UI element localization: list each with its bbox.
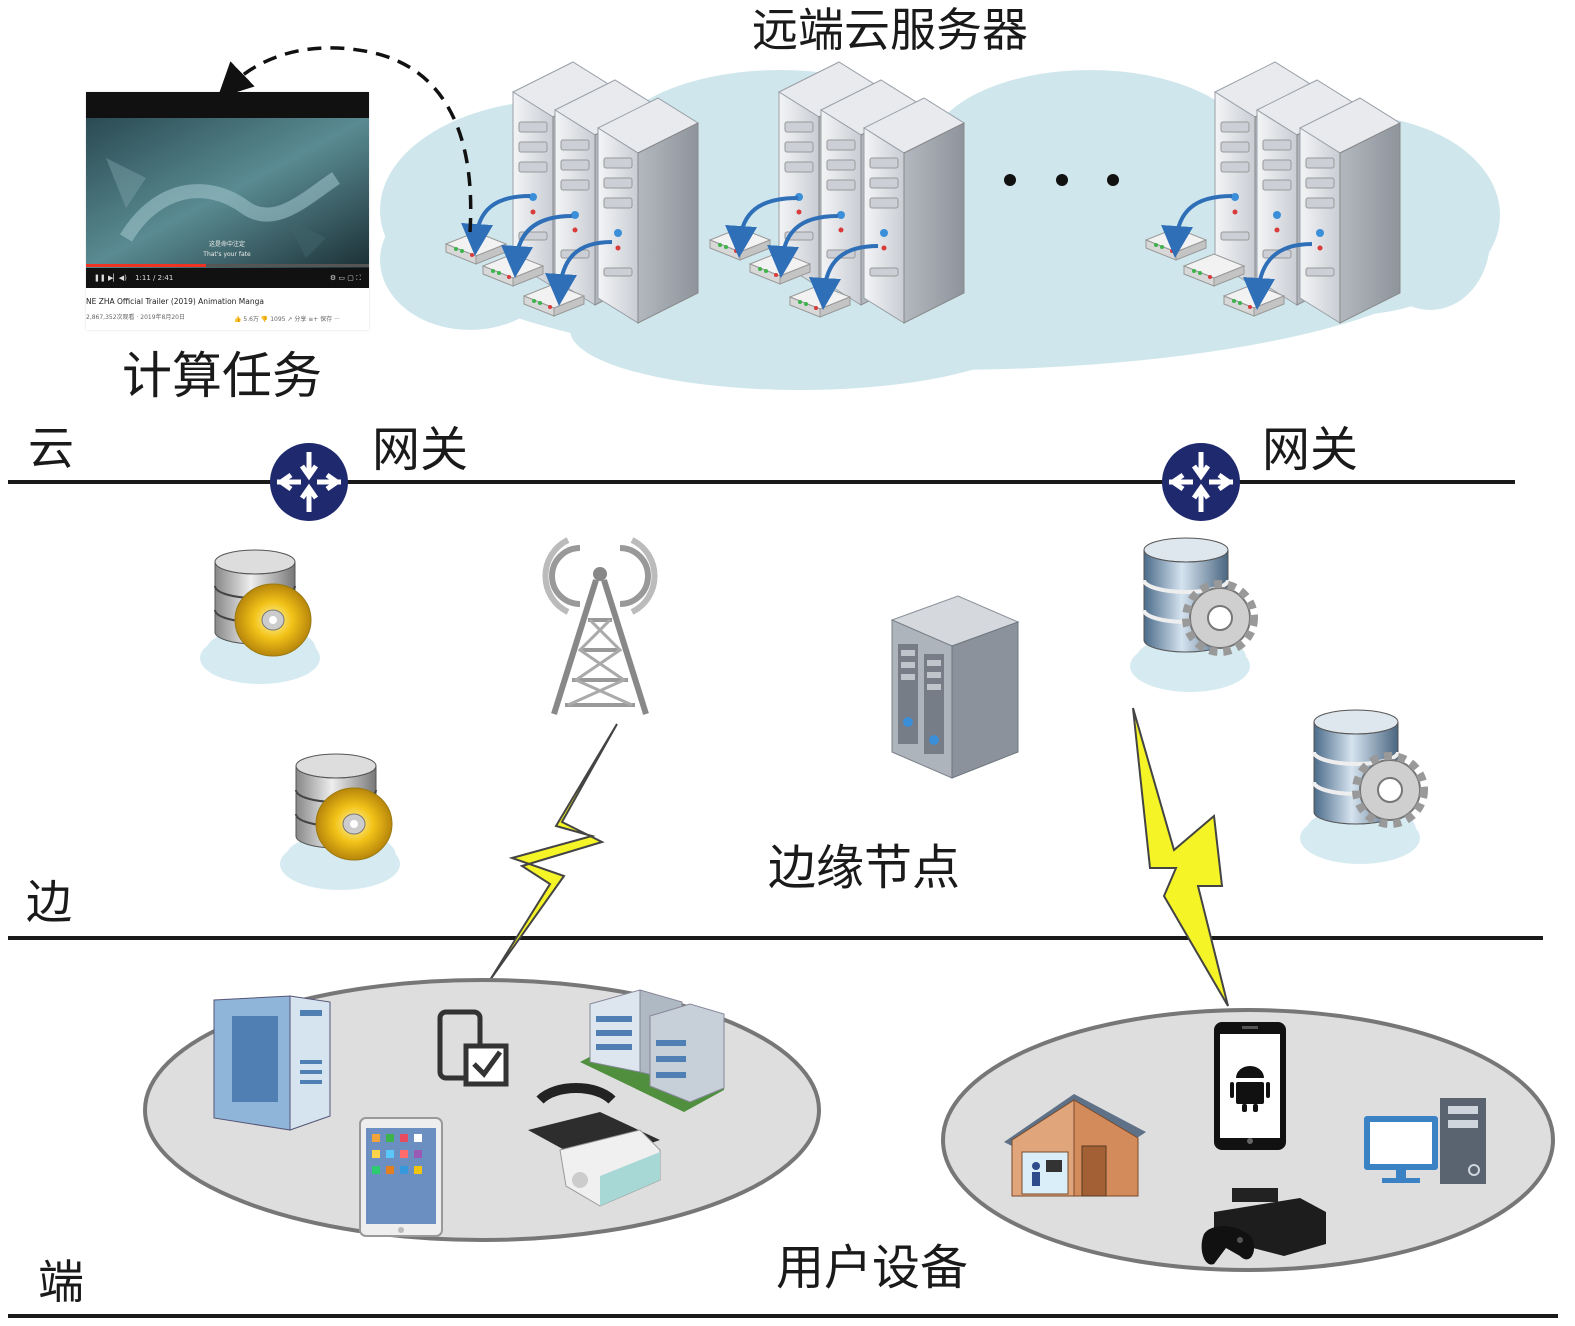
video-task-panel: 这是命中注定 That's your fate ❚❚ ▶▏◀) 1:11 / 2…	[86, 92, 369, 330]
video-actions[interactable]: 👍 5.6万 👎 1095 ↗ 分享 ≡+ 保存 ···	[234, 316, 340, 323]
gateway-left-icon	[270, 443, 348, 521]
mobile-check-icon	[437, 1009, 509, 1087]
lightning-left-icon	[489, 723, 618, 981]
video-settings-icons[interactable]: ⚙ ▭ ▢ ⛶	[329, 274, 361, 282]
video-subtitle-en: That's your fate	[202, 251, 251, 258]
more-servers-ellipsis	[1004, 174, 1119, 186]
layer-end-label: 端	[38, 1255, 84, 1309]
hospital-building-icon	[580, 989, 725, 1112]
server-group-2	[709, 61, 965, 324]
edge-server-icon	[890, 595, 1020, 779]
cell-tower-icon	[542, 537, 658, 715]
compute-task-label: 计算任务	[122, 347, 322, 405]
video-title[interactable]: NE ZHA Official Trailer (2019) Animation…	[86, 297, 264, 306]
cd-storage-icon-2	[280, 753, 400, 890]
desktop-computer-icon	[1364, 1098, 1486, 1184]
cd-storage-icon-1	[200, 549, 320, 684]
layer-edge-label: 边	[26, 875, 72, 929]
gear-database-icon-2	[1300, 710, 1424, 864]
edge-node-label: 边缘节点	[768, 840, 961, 896]
edge-end-divider	[8, 936, 1543, 940]
house-icon	[1004, 1094, 1146, 1197]
video-subtitle-cn: 这是命中注定	[209, 240, 245, 248]
play-pause-icon[interactable]: ❚❚ ▶▏◀)	[94, 274, 127, 282]
video-time: 1:11 / 2:41	[135, 274, 174, 282]
user-devices-label: 用户设备	[776, 1240, 969, 1296]
server-group-1	[445, 61, 699, 324]
gateway-left-label: 网关	[372, 422, 469, 478]
tablet-icon	[359, 1117, 443, 1237]
gateway-right-label: 网关	[1262, 422, 1359, 478]
video-top-bar	[86, 92, 369, 118]
gateway-right-icon	[1162, 443, 1240, 521]
offload-dashed-arrow	[217, 46, 473, 233]
lightning-right-icon	[1132, 707, 1229, 1007]
game-console-icon	[1201, 1188, 1326, 1265]
layer-cloud-label: 云	[28, 421, 74, 475]
cloud-edge-divider	[8, 480, 1515, 484]
video-controls[interactable]: ❚❚ ▶▏◀) 1:11 / 2:41 ⚙ ▭ ▢ ⛶	[86, 268, 369, 288]
android-phone-icon	[1214, 1022, 1286, 1150]
server-group-3	[1145, 61, 1401, 324]
video-views: 2,867,352次观看 · 2019年8月20日	[86, 314, 185, 321]
gear-database-icon-1	[1130, 538, 1254, 692]
end-bottom-divider	[8, 1314, 1558, 1318]
remote-cloud-servers-title: 远端云服务器	[752, 3, 1028, 57]
office-building-icon	[213, 995, 331, 1131]
vr-headset-icon	[528, 1083, 661, 1207]
video-frame: 这是命中注定 That's your fate	[86, 118, 369, 268]
